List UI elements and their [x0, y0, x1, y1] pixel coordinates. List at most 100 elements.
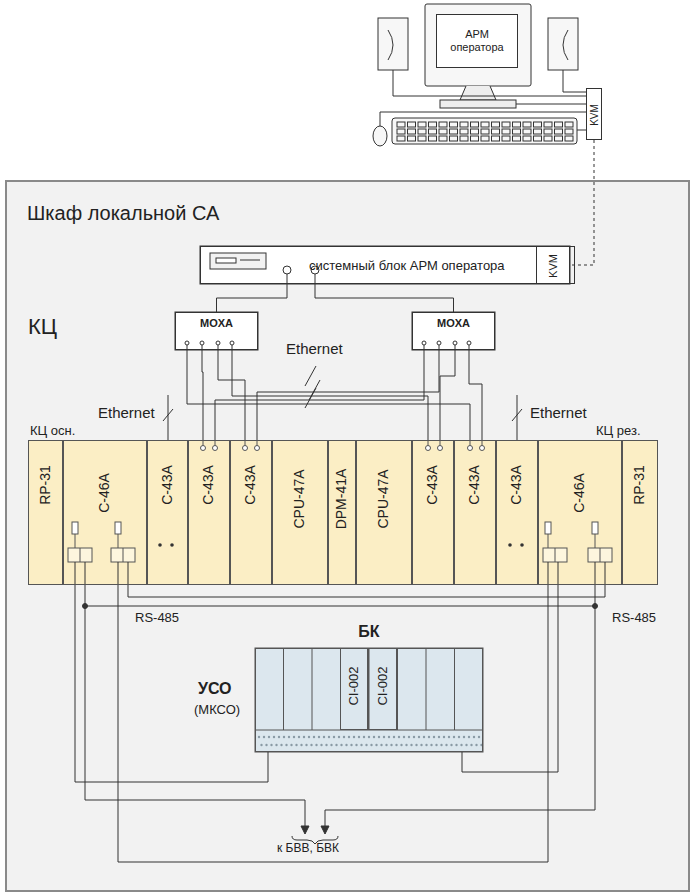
workstation-illustration: [563, 30, 568, 60]
monitor-screen: АРМ оператора: [436, 14, 518, 68]
terminal-strip: [380, 744, 382, 746]
controller-module: CPU-47A: [272, 440, 328, 585]
resistor-symbol: [548, 534, 549, 548]
rs485-wiring: [75, 562, 128, 585]
group-label: КЦ осн.: [30, 424, 75, 439]
keyboard-keys: [513, 122, 521, 127]
keyboard-keys: [460, 129, 468, 134]
rs485-terminal: [68, 548, 92, 562]
ethernet-line: [440, 350, 455, 440]
terminal-strip: [293, 736, 295, 738]
rs485-line: [462, 585, 558, 772]
rs485-wiring: [321, 826, 329, 834]
system-unit-illustration: [200, 246, 570, 284]
keyboard-keys: [523, 129, 531, 134]
controller-module: DPM-41A: [328, 440, 356, 585]
rs485-wiring: [118, 585, 548, 862]
ethernet-line: [217, 284, 288, 312]
terminal-strip: [360, 744, 362, 746]
terminal-strip: [333, 736, 335, 738]
workstation-illustration: [516, 104, 586, 105]
keyboard-keys: [418, 122, 426, 127]
keyboard-keys: [450, 129, 458, 134]
workstation-illustration: [563, 70, 586, 92]
cabinet-ground: [5, 180, 690, 892]
terminal-strip: [358, 736, 360, 738]
module-slot: [283, 648, 284, 730]
rs485-wiring: [301, 826, 309, 834]
terminal-strip: [463, 736, 465, 738]
terminal-strip: [295, 744, 297, 746]
kvm-box: KVM: [536, 246, 570, 284]
module-label: C-43A: [467, 465, 482, 505]
keyboard-keys: [471, 129, 479, 134]
keyboard-keys: [502, 136, 510, 141]
kvm-box: KVM: [586, 88, 602, 140]
terminal-strip: [308, 736, 310, 738]
workstation-illustration: [373, 126, 387, 146]
rs485-wiring: [85, 585, 595, 606]
keyboard-keys: [565, 122, 573, 127]
terminal-strip: [260, 744, 262, 746]
node-label: CI-002: [375, 666, 389, 705]
switch-port: [422, 341, 426, 345]
group-label: КЦ рез.: [596, 424, 641, 439]
rs485-terminal: [600, 548, 601, 562]
terminal-strip: [320, 744, 322, 746]
switch-port: [467, 341, 471, 345]
ethernet-port: [480, 446, 485, 451]
workstation-illustration: [393, 70, 586, 96]
terminal-strip: [425, 744, 427, 746]
controller-rack: [28, 440, 658, 585]
system-unit-illustration: [210, 253, 266, 269]
module-label: C-46A: [97, 473, 112, 513]
keyboard-keys: [439, 136, 447, 141]
bus-label: Ethernet: [98, 404, 155, 421]
ellipsis-dots: [520, 543, 524, 547]
ethernet-line: [215, 350, 424, 440]
terminal-strip: [280, 744, 282, 746]
terminal-strip: [470, 744, 472, 746]
terminal-strip: [268, 736, 270, 738]
keyboard-keys: [555, 122, 563, 127]
system-unit-illustration: [240, 260, 260, 261]
terminal-strip: [345, 744, 347, 746]
resistor-symbol: [72, 522, 78, 534]
module-slot: [426, 648, 427, 730]
terminal-strip: [298, 736, 300, 738]
bus-label: Ethernet: [530, 404, 587, 421]
terminal-strip: [390, 744, 392, 746]
keyboard-keys: [481, 122, 489, 127]
system-unit-illustration: [315, 274, 316, 284]
resistor-symbol: [118, 534, 119, 548]
keyboard-keys: [555, 129, 563, 134]
workstation-illustration: [577, 130, 586, 131]
cabinet-ground: [5, 180, 690, 892]
workstation-illustration: [425, 4, 531, 86]
controller-module: C-43A: [412, 440, 454, 585]
terminal-strip: [350, 744, 352, 746]
ethernet-port: [213, 446, 218, 451]
terminal-strip: [290, 744, 292, 746]
ethernet-line: [257, 350, 439, 440]
module-label: C-43A: [160, 465, 175, 505]
terminal-strip: [265, 744, 267, 746]
group-label: (МКСО): [194, 703, 240, 718]
rs485-terminal: [111, 548, 135, 562]
resistor-symbol: [592, 522, 598, 534]
keyboard-keys: [429, 129, 437, 134]
terminal-strip: [410, 744, 412, 746]
terminal-strip: [355, 744, 357, 746]
terminal-strip: [398, 736, 400, 738]
terminal-strip: [478, 736, 480, 738]
keyboard-keys: [418, 136, 426, 141]
terminal-strip: [340, 744, 342, 746]
workstation-illustration: [392, 118, 577, 144]
controller-module: C-43A: [188, 440, 230, 585]
terminal-strip: [273, 736, 275, 738]
ethernet-port: [201, 440, 485, 451]
keyboard-keys: [471, 122, 479, 127]
rs485-wiring: [75, 562, 605, 862]
keyboard-keys: [513, 129, 521, 134]
keyboard-keys: [565, 129, 573, 134]
